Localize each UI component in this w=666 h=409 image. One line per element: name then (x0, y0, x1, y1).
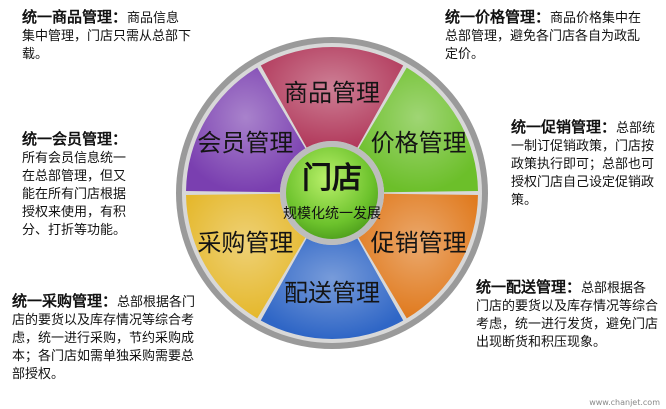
wheel-segment-label: 促销管理 (371, 229, 467, 257)
wheel-segments (186, 46, 478, 339)
note-delivery-body: 总部根据各门店的要货以及库存情况等综合考虑，统一进行发货，避免门店出现断货和积压… (476, 281, 659, 350)
note-promotion-body: 总部统一制订促销政策，门店按政策执行即可；总部也可授权门店自己设定促销政策。 (511, 121, 656, 208)
note-promotion: 统一促销管理：总部统一制订促销政策，门店按政策执行即可；总部也可授权门店自己设定… (511, 118, 661, 210)
note-product-body: 商品信息集中管理，门店只需从总部下载。 (22, 11, 192, 62)
wheel-segment-gloss (358, 193, 478, 319)
note-delivery: 统一配送管理：总部根据各门店的要货以及库存情况等综合考虑，统一进行发货，避免门店… (476, 278, 658, 352)
note-delivery-title: 统一配送管理： (476, 278, 582, 296)
note-purchase-title: 统一采购管理： (12, 292, 118, 310)
wheel-segment-gloss (186, 193, 306, 319)
wheel-segment-label: 采购管理 (197, 229, 293, 257)
wheel-segment-label: 商品管理 (284, 79, 380, 107)
wheel-segment-label: 配送管理 (284, 279, 380, 307)
note-member-body: 所有会员信息统一在总部管理，但又能在所有门店根据授权来使用，有积分、打折等功能。 (22, 151, 127, 238)
wheel-segment-label: 价格管理 (371, 129, 467, 157)
center-subtitle: 规模化统一发展 (283, 206, 381, 222)
note-price: 统一价格管理：商品价格集中在总部管理，避免各门店各自为政乱定价。 (445, 8, 650, 64)
wheel-segment-gloss (358, 67, 478, 193)
wheel-segment-gloss (186, 67, 306, 193)
center-circle (286, 147, 378, 239)
note-price-body: 商品价格集中在总部管理，避免各门店各自为政乱定价。 (445, 11, 642, 62)
note-price-title: 统一价格管理： (445, 8, 551, 26)
center-title: 门店 (302, 161, 362, 196)
note-purchase-body: 总部根据各门店的要货以及库存情况等综合考虑，统一进行采购，节约采购成本；各门店如… (12, 295, 196, 382)
wheel-segment-label: 会员管理 (197, 129, 293, 157)
note-product-title: 统一商品管理： (22, 8, 128, 26)
watermark: www.chanjet.com (589, 398, 660, 407)
note-product: 统一商品管理：商品信息集中管理，门店只需从总部下载。 (22, 8, 192, 64)
note-member-title: 统一会员管理： (22, 130, 128, 148)
wheel-segment-gloss (260, 46, 404, 148)
note-purchase: 统一采购管理：总部根据各门店的要货以及库存情况等综合考虑，统一进行采购，节约采购… (12, 292, 197, 384)
note-member: 统一会员管理： 所有会员信息统一在总部管理，但又能在所有门店根据授权来使用，有积分… (22, 130, 134, 240)
wheel-segment-gloss (260, 238, 404, 339)
note-promotion-title: 统一促销管理： (511, 118, 617, 136)
